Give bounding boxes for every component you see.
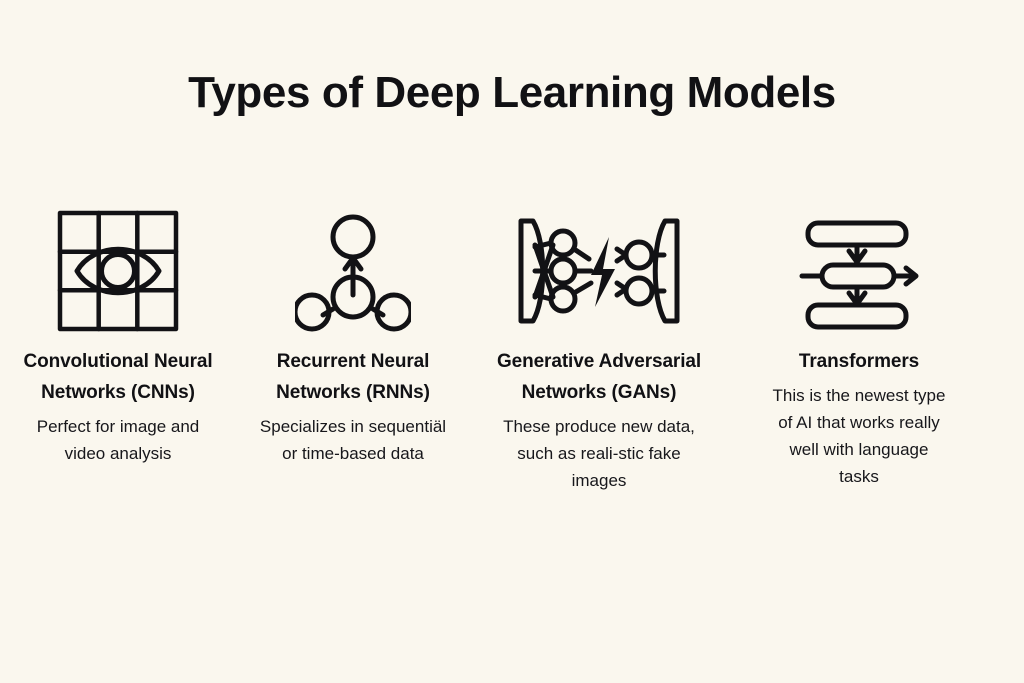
stacked-layers-arrows-icon — [794, 196, 924, 346]
model-description: Perfect for image and video analysis — [36, 417, 200, 463]
grid-eye-icon — [56, 196, 180, 346]
neural-nodes-arrow-icon — [295, 196, 411, 346]
model-card-rnn: Recurrent Neural Networks (RNNs) Special… — [240, 196, 466, 467]
model-columns: Convolutional Neural Networks (CNNs) Per… — [0, 196, 1024, 494]
model-heading: Generative Adversarial Networks (GANs) — [496, 351, 702, 403]
model-heading: Transformers — [798, 351, 920, 372]
generator-discriminator-bolt-icon — [513, 196, 685, 346]
model-description: These produce new data, such as reali-st… — [503, 417, 695, 490]
model-description: This is the newest type of AI that works… — [772, 386, 946, 486]
page-title: Types of Deep Learning Models — [188, 68, 836, 117]
model-description: Specializes in sequentiäl or time-based … — [259, 417, 447, 463]
model-card-cnn: Convolutional Neural Networks (CNNs) Per… — [0, 196, 236, 467]
model-card-transformers: Transformers This is the newest type of … — [744, 196, 974, 490]
model-heading: Recurrent Neural Networks (RNNs) — [276, 351, 430, 403]
model-card-gan: Generative Adversarial Networks (GANs) T… — [476, 196, 722, 494]
model-heading: Convolutional Neural Networks (CNNs) — [23, 351, 213, 403]
